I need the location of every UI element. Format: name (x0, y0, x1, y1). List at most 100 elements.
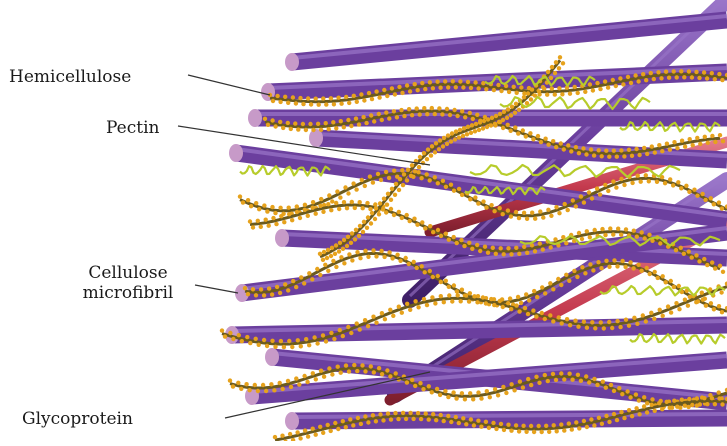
hemicellulose-bead (506, 208, 510, 212)
hemicellulose-bead (574, 420, 578, 424)
hemicellulose-bead (595, 81, 599, 85)
hemicellulose-bead (472, 294, 476, 298)
hemicellulose-bead (311, 427, 315, 431)
hemicellulose-bead (606, 189, 610, 193)
hemicellulose-bead (253, 383, 257, 387)
hemicellulose-bead (381, 418, 385, 422)
hemicellulose-bead (431, 86, 435, 90)
hemicellulose-bead (483, 245, 487, 249)
hemicellulose-bead (564, 241, 568, 245)
hemicellulose-bead (481, 199, 485, 203)
hemicellulose-bead (712, 202, 716, 206)
hemicellulose-bead (359, 422, 363, 426)
hemicellulose-bead (278, 206, 282, 210)
hemicellulose-bead (287, 212, 291, 216)
hemicellulose-bead (331, 259, 335, 263)
hemicellulose-bead (286, 101, 290, 105)
hemicellulose-bead (502, 428, 506, 432)
hemicellulose-bead (385, 203, 389, 207)
hemicellulose-bead (607, 320, 611, 324)
hemicellulose-bead (349, 241, 353, 245)
hemicellulose-bead (422, 151, 426, 155)
hemicellulose-bead (254, 201, 258, 205)
hemicellulose-bead (306, 96, 310, 100)
hemicellulose-bead (493, 122, 497, 126)
hemicellulose-bead (462, 244, 466, 248)
hemicellulose-bead (273, 435, 277, 439)
hemicellulose-bead (471, 117, 475, 121)
hemicellulose-bead (333, 252, 337, 256)
hemicellulose-bead (388, 308, 392, 312)
hemicellulose-bead (641, 313, 645, 317)
hemicellulose-bead (602, 326, 606, 330)
hemicellulose-bead (552, 423, 556, 427)
hemicellulose-bead (603, 79, 607, 83)
hemicellulose-bead (455, 289, 459, 293)
hemicellulose-bead (392, 213, 396, 217)
hemicellulose-bead (704, 304, 708, 308)
hemicellulose-bead (623, 265, 627, 269)
hemicellulose-bead (308, 122, 312, 126)
hemicellulose-bead (423, 87, 427, 91)
hemicellulose-bead (675, 405, 679, 409)
hemicellulose-bead (372, 370, 376, 374)
hemicellulose-bead (363, 369, 367, 373)
hemicellulose-bead (675, 146, 679, 150)
label-cellulose-line2: microfibril (66, 283, 190, 303)
hemicellulose-bead (286, 288, 290, 292)
hemicellulose-bead (607, 420, 611, 424)
hemicellulose-bead (430, 144, 434, 148)
hemicellulose-bead (290, 218, 294, 222)
hemicellulose-bead (404, 417, 408, 421)
hemicellulose-bead (458, 79, 462, 83)
hemicellulose-bead (530, 211, 534, 215)
hemicellulose-bead (275, 285, 279, 289)
hemicellulose-bead (373, 217, 377, 221)
hemicellulose-bead (389, 198, 393, 202)
hemicellulose-bead (721, 139, 725, 143)
hemicellulose-bead (322, 375, 326, 379)
hemicellulose-bead (525, 251, 529, 255)
hemicellulose-bead (717, 390, 721, 394)
hemicellulose-bead (522, 95, 526, 99)
hemicellulose-bead (287, 339, 291, 343)
hemicellulose-bead (609, 383, 613, 387)
hemicellulose-bead (439, 294, 443, 298)
hemicellulose-bead (323, 263, 327, 267)
hemicellulose-bead (660, 149, 664, 153)
hemicellulose-bead (302, 374, 306, 378)
hemicellulose-bead (365, 201, 369, 205)
hemicellulose-bead (427, 384, 431, 388)
label-hemicellulose: Hemicellulose (9, 67, 131, 87)
hemicellulose-bead (612, 412, 616, 416)
hemicellulose-bead (634, 392, 638, 396)
hemicellulose-bead (494, 114, 498, 118)
hemicellulose-bead (509, 429, 513, 433)
hemicellulose-bead (422, 297, 426, 301)
label-cellulose-microfibril: Cellulose microfibril (66, 263, 190, 303)
hemicellulose-bead (485, 125, 489, 129)
hemicellulose-bead (329, 254, 333, 258)
hemicellulose-bead (371, 315, 375, 319)
hemicellulose-bead (335, 189, 339, 193)
hemicellulose-bead (601, 380, 605, 384)
hemicellulose-bead (363, 249, 367, 253)
hemicellulose-bead (720, 78, 724, 82)
hemicellulose-bead (513, 111, 517, 115)
hemicellulose-bead (551, 139, 555, 143)
hemicellulose-bead (559, 422, 563, 426)
hemicellulose-bead (573, 319, 577, 323)
hemicellulose-bead (331, 120, 335, 124)
hemicellulose-bead (567, 372, 571, 376)
hemicellulose-bead (413, 299, 417, 303)
hemicellulose-bead (334, 201, 338, 205)
hemicellulose-bead (675, 75, 679, 79)
hemicellulose-bead (470, 123, 474, 127)
hemicellulose-bead (257, 343, 261, 347)
hemicellulose-bead (454, 85, 458, 89)
hemicellulose-bead (325, 256, 329, 260)
hemicellulose-bead (484, 87, 488, 91)
hemicellulose-bead (527, 298, 531, 302)
hemicellulose-bead (391, 314, 395, 318)
hemicellulose-bead (430, 295, 434, 299)
